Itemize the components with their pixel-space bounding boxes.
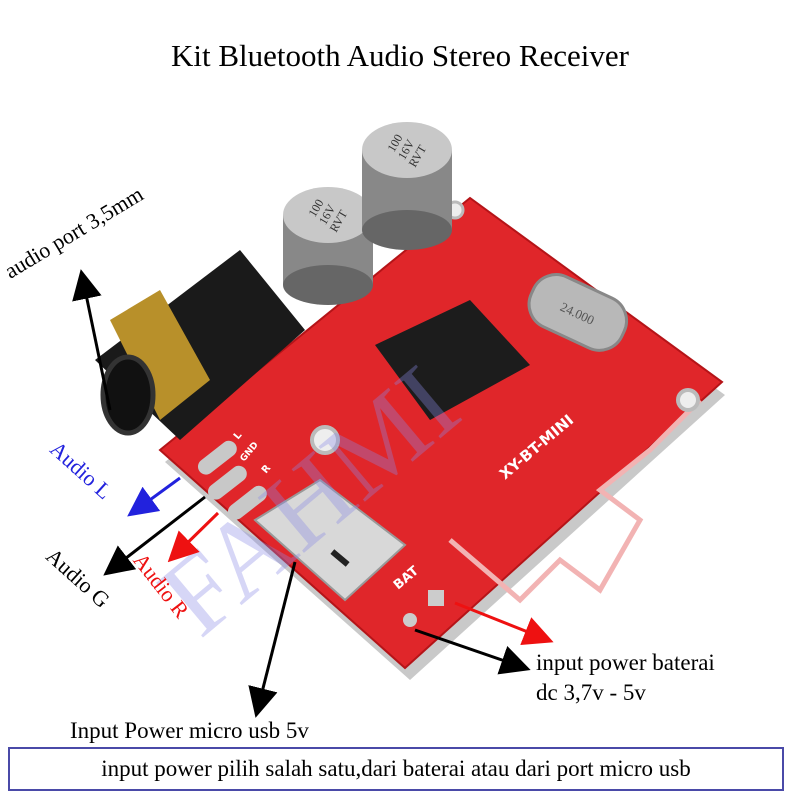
battery-input-label: input power baterai	[536, 650, 715, 675]
arrow-audio-r	[167, 511, 220, 563]
power-note-box: input power pilih salah satu,dari batera…	[8, 747, 784, 791]
battery-plus-pad	[428, 590, 444, 606]
bluetooth-antenna-trace	[448, 398, 702, 604]
arrow-audio-g	[103, 495, 206, 576]
arrow-audio-port	[72, 269, 112, 411]
power-note-text: input power pilih salah satu,dari batera…	[101, 756, 691, 781]
arrow-audio-l	[127, 476, 181, 517]
crystal-oscillator: 24.000	[527, 273, 629, 352]
arrow-micro-usb	[248, 561, 297, 718]
bluetooth-chip	[375, 300, 530, 420]
page-title: Kit Bluetooth Audio Stereo Receiver	[170, 38, 630, 73]
mounting-hole	[310, 425, 340, 455]
micro-usb-label: Input Power micro usb 5v	[70, 718, 309, 743]
battery-minus-pad	[403, 613, 417, 627]
capacitor: 100 16V RVT	[283, 187, 373, 305]
capacitor: 100 16V RVT	[362, 122, 452, 250]
audio-pads	[197, 440, 267, 520]
arrow-battery-plus	[454, 601, 554, 646]
mounting-hole	[676, 388, 700, 412]
audio-jack	[95, 250, 305, 440]
micro-usb-port	[253, 478, 407, 602]
arrow-battery-minus	[414, 628, 531, 675]
battery-voltage-label: dc 3,7v - 5v	[536, 680, 646, 705]
